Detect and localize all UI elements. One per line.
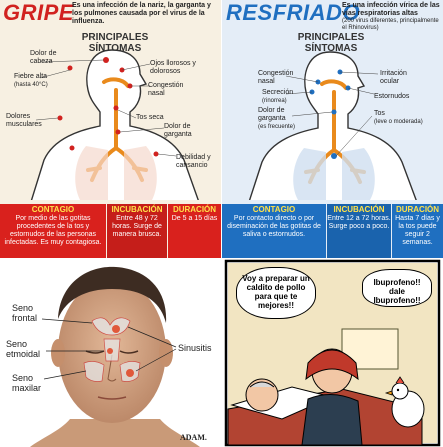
- resfriado-info-bar: CONTAGIO Por contacto directo o por dise…: [222, 204, 443, 258]
- symptom-tos: Tos seca: [136, 114, 164, 121]
- resfriado-panel: RESFRIADO Es una infección vírica de las…: [222, 0, 443, 258]
- resfriado-incubacion-heading: INCUBACIÓN: [333, 205, 385, 214]
- gripe-contagio-text: Por medio de las gotitas procedentes de …: [4, 215, 102, 246]
- resfriado-subtitle-note: (200 virus diferentes, principalmente el…: [342, 18, 439, 31]
- symptom-irritacion: Irritación ocular: [380, 70, 407, 85]
- symptom-tos-label: Tos: [374, 110, 385, 117]
- symptom-debilidad: Debilidad y cansancio: [176, 154, 211, 169]
- resfriado-contagio-text: Por contacto directo o por diseminación …: [227, 215, 321, 238]
- gripe-heading: PRINCIPALES SÍNTOMAS: [81, 32, 149, 54]
- label-seno-etmoidal: Seno etmoidal: [6, 339, 41, 359]
- symptom-tos-note: (leve o moderada): [374, 119, 423, 125]
- gripe-duracion: DURACIÓN De 5 a 15 días: [168, 204, 221, 258]
- resfriado-contagio-heading: CONTAGIO: [252, 205, 296, 214]
- symptom-tos: Tos (leve o moderada): [374, 110, 434, 126]
- symptom-garganta: Dolor de garganta (es frecuente): [258, 107, 302, 131]
- symptom-secrecion-note: (rinorrea): [262, 98, 287, 104]
- resfriado-heading: PRINCIPALES SÍNTOMAS: [297, 32, 365, 54]
- adam-credit: ADAM.: [180, 433, 207, 442]
- symptom-ojos: Ojos llorosos y dolorosos: [150, 60, 196, 75]
- symptom-fiebre: Fiebre alta (hasta 40°C): [14, 73, 48, 89]
- gripe-info-bar: CONTAGIO Por medio de las gotitas proced…: [0, 204, 221, 258]
- gripe-incubacion: INCUBACIÓN Entre 48 y 72 horas. Surge de…: [107, 204, 167, 258]
- resfriado-body-illustration: [248, 51, 417, 200]
- gripe-duracion-text: De 5 a 15 días: [171, 215, 218, 222]
- gripe-title: GRIPE: [3, 0, 74, 25]
- speech-bubble-grandma: Voy a preparar un caldito de pollo para …: [236, 267, 316, 319]
- gripe-duracion-heading: DURACIÓN: [172, 205, 217, 214]
- resfriado-contagio: CONTAGIO Por contacto directo o por dise…: [222, 204, 326, 258]
- resfriado-incubacion-text: Entre 12 a 72 horas. Surge poco a poco.: [327, 215, 391, 230]
- comic-panel: Voy a preparar un caldito de pollo para …: [222, 259, 443, 447]
- symptom-garganta-note: (es frecuente): [258, 124, 296, 130]
- sinus-panel: Seno frontal Seno etmoidal Seno maxilar …: [0, 259, 221, 447]
- symptom-fiebre-note: (hasta 40°C): [14, 82, 48, 88]
- symptom-fiebre-label: Fiebre alta: [14, 73, 48, 80]
- label-seno-maxilar: Seno maxilar: [12, 373, 42, 393]
- label-sinusitis: Sinusitis: [178, 343, 212, 353]
- symptom-estornudos: Estornudos: [374, 93, 410, 100]
- gripe-panel: GRIPE Es una infección de la nariz, la g…: [0, 0, 221, 258]
- symptom-secrecion-label: Secreción: [262, 89, 294, 96]
- symptom-congestion: Congestión nasal: [148, 82, 184, 97]
- resfriado-incubacion: INCUBACIÓN Entre 12 a 72 horas. Surge po…: [327, 204, 391, 258]
- resfriado-duracion-heading: DURACIÓN: [395, 205, 440, 214]
- gripe-incubacion-text: Entre 48 y 72 horas. Surge de manera bru…: [112, 215, 162, 238]
- gripe-body-illustration: [30, 49, 199, 200]
- symptom-congestion: Congestión nasal: [258, 70, 294, 85]
- symptom-dolores-musculares: Dolores musculares: [6, 113, 42, 128]
- symptom-secrecion: Secreción (rinorrea): [262, 89, 293, 105]
- resfriado-duracion-text: Hasta 7 días y la tos puede seguir 2 sem…: [395, 215, 440, 246]
- resfriado-title: RESFRIADO: [226, 0, 361, 25]
- gripe-subtitle: Es una infección de la nariz, la gargant…: [72, 2, 211, 25]
- resfriado-duracion: DURACIÓN Hasta 7 días y la tos puede seg…: [392, 204, 443, 258]
- resfriado-subtitle: Es una infección vírica de las vías resp…: [342, 2, 440, 17]
- label-seno-frontal: Seno frontal: [12, 303, 38, 323]
- symptom-garganta-label: Dolor de garganta: [258, 107, 286, 122]
- symptom-dolor-cabeza: Dolor de cabeza: [30, 50, 57, 65]
- face-illustration: [30, 266, 200, 447]
- gripe-contagio-heading: CONTAGIO: [31, 205, 75, 214]
- speech-bubble-chicken: Ibuprofeno!! dale Ibuprofeno!!: [362, 269, 432, 307]
- gripe-contagio: CONTAGIO Por medio de las gotitas proced…: [0, 204, 106, 258]
- symptom-garganta: Dolor de garganta: [164, 123, 192, 138]
- gripe-incubacion-heading: INCUBACIÓN: [111, 205, 163, 214]
